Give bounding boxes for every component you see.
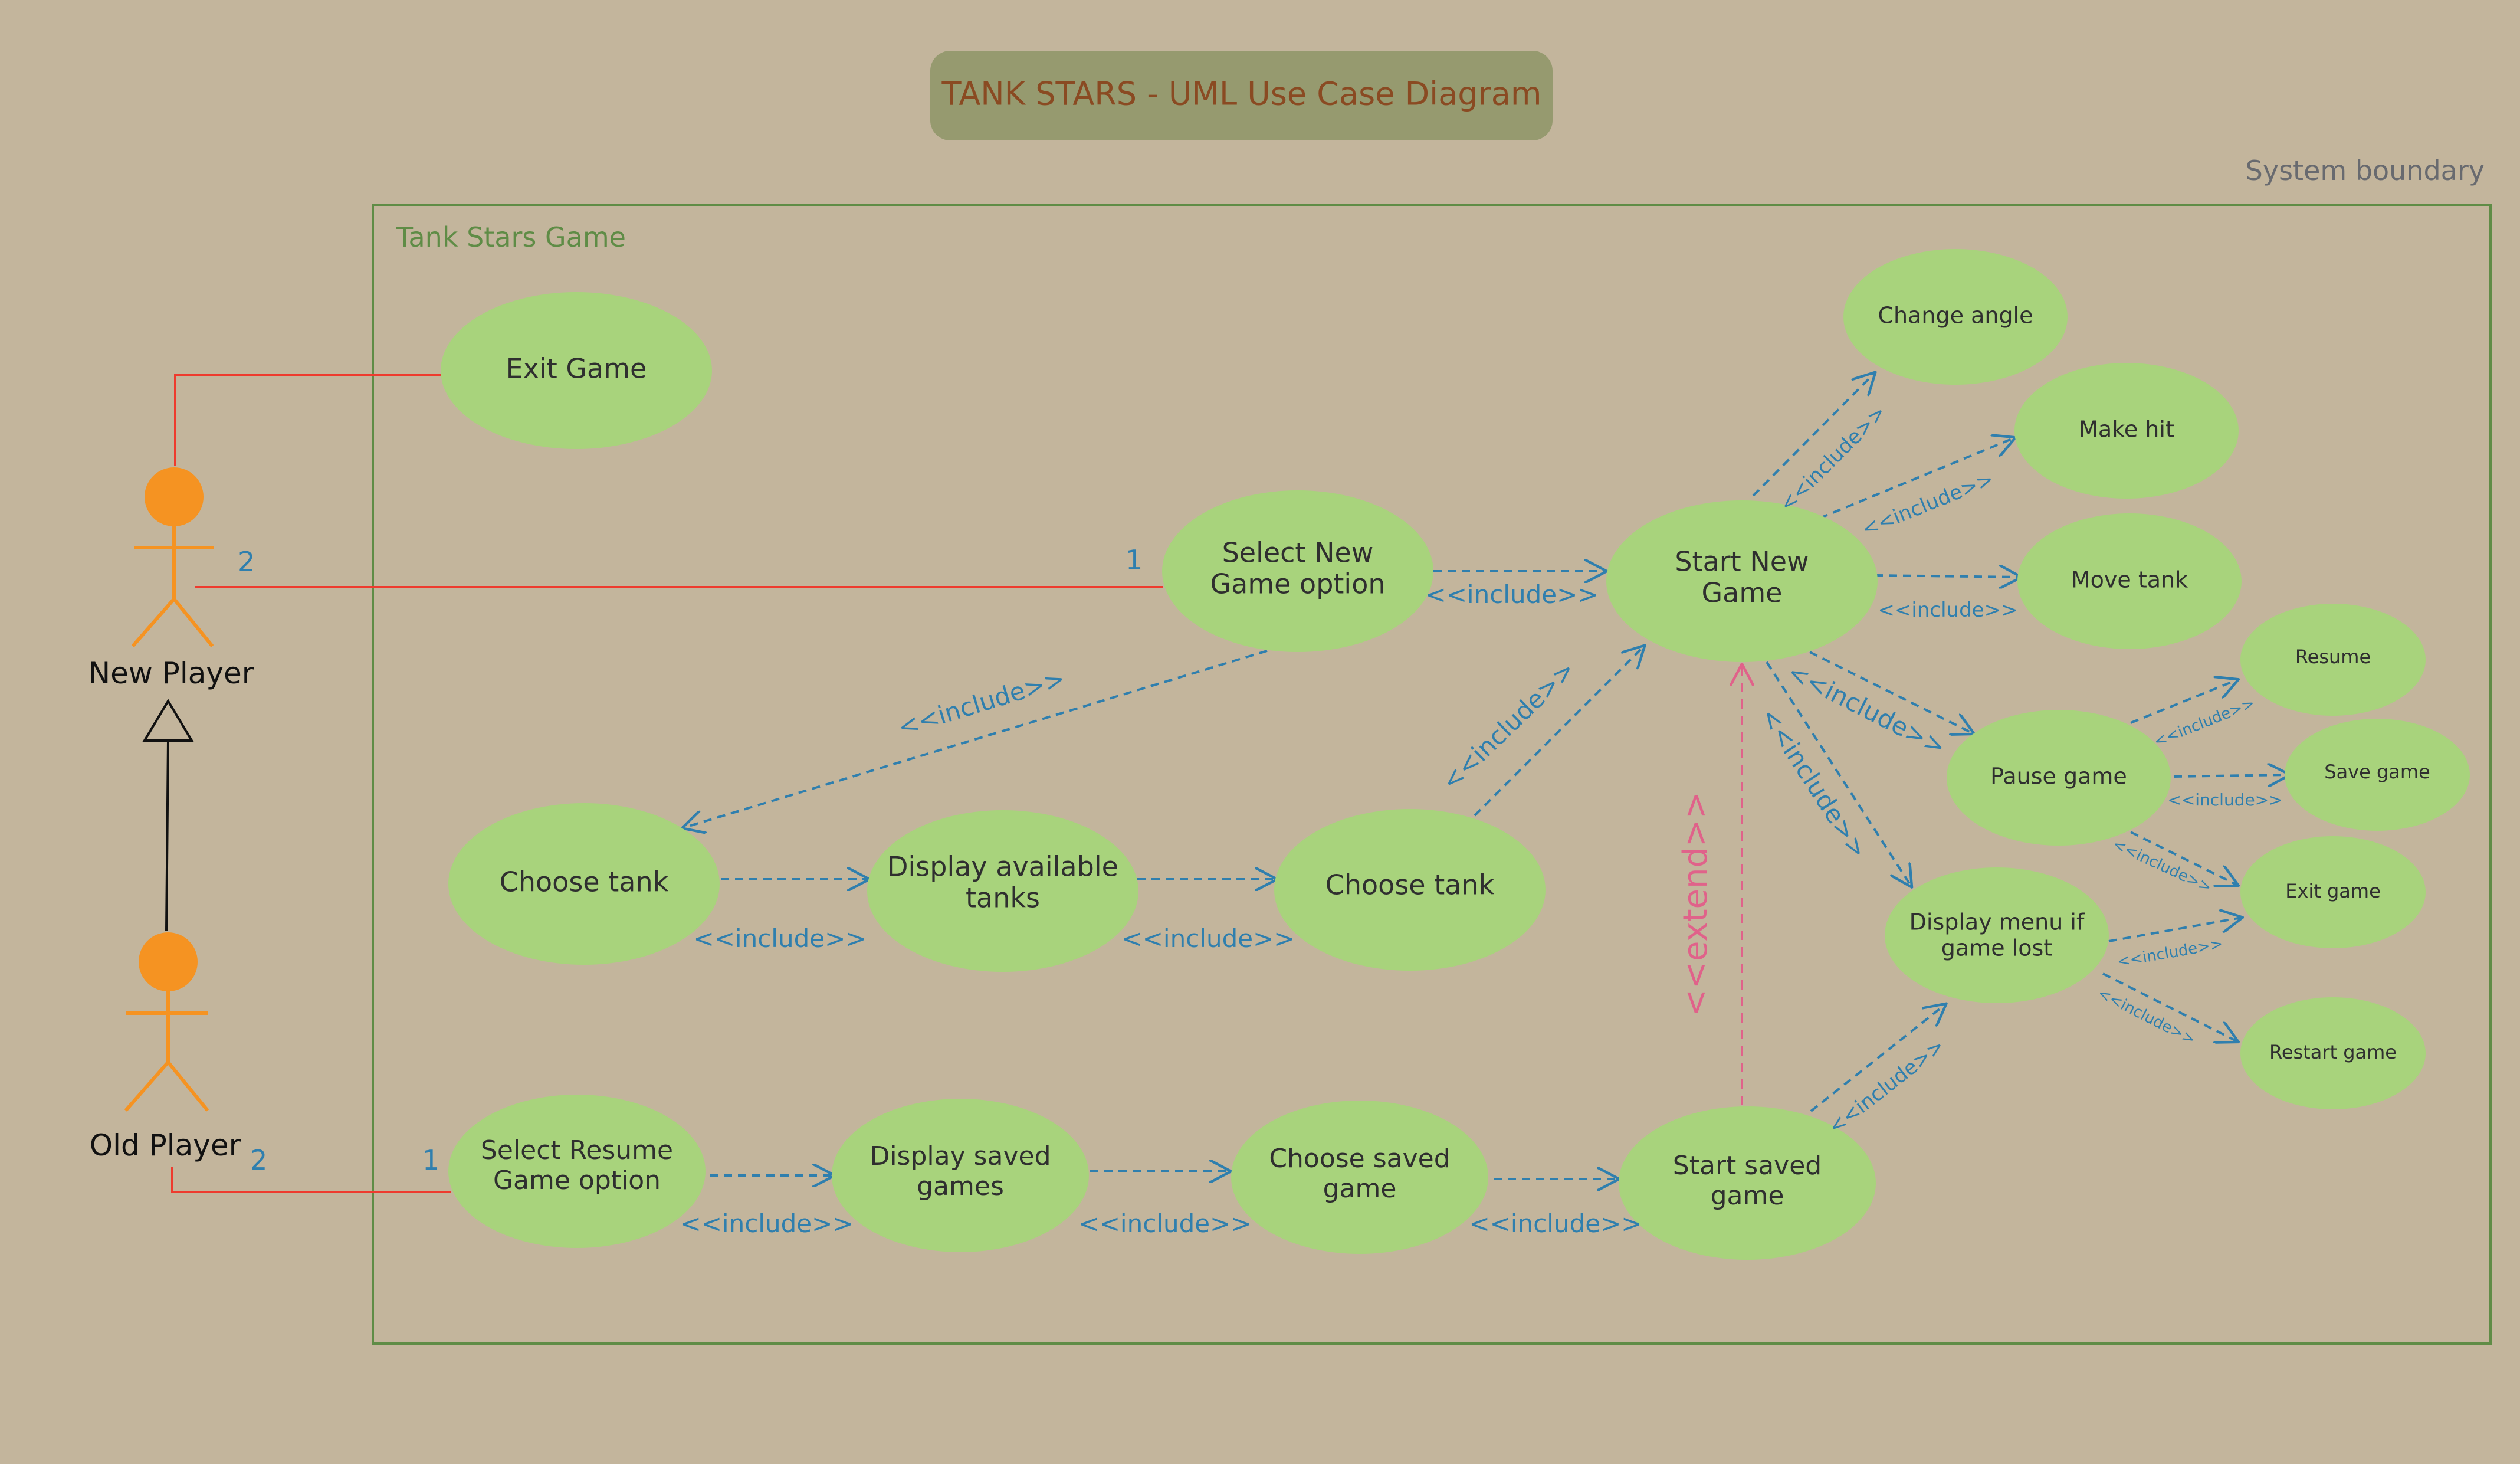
system-name: Tank Stars Game (396, 221, 626, 253)
include-label: <<include>> (1079, 1209, 1252, 1238)
associations (171, 374, 1163, 1193)
include-arrows (683, 373, 2289, 1179)
usecase-choose-tank-2: Choose tank (1274, 809, 1546, 971)
multiplicity-new-player: 2 (238, 546, 255, 578)
usecase-exit-game-small: Exit game (2240, 836, 2426, 948)
usecase-restart-game: Restart game (2240, 997, 2426, 1109)
include-label: <<include>> (2116, 935, 2224, 971)
usecase-select-resume: Select Resume Game option (448, 1095, 706, 1248)
include-label: <<include>> (681, 1209, 854, 1238)
include-label: <<include>> (1824, 1034, 1948, 1139)
include-label: <<include>> (1122, 924, 1295, 953)
usecase-move-tank: Move tank (2017, 513, 2242, 649)
usecase-save-game: Save game (2285, 719, 2470, 831)
multiplicity-select-new: 1 (1126, 544, 1143, 576)
title-banner: TANK STARS - UML Use Case Diagram (930, 51, 1553, 140)
include-label: <<include>> (2151, 695, 2257, 751)
system-boundary-label: System boundary (2246, 155, 2485, 186)
include-label: <<include>> (1436, 655, 1581, 796)
usecase-restart-game-label: Restart game (2269, 1041, 2397, 1063)
include-label: <<include>> (2167, 790, 2282, 810)
usecase-start-new-game-label-2: Game (1702, 577, 1783, 609)
usecase-choose-tank-2-label: Choose tank (1325, 869, 1495, 901)
usecase-display-menu-label-1: Display menu if (1909, 909, 2085, 935)
usecase-display-menu-label-2: game lost (1941, 935, 2052, 961)
usecase-select-new-game-label-2: Game option (1210, 568, 1385, 600)
usecase-start-saved-label-1: Start saved (1673, 1151, 1822, 1181)
usecase-display-tanks: Display available tanks (867, 810, 1138, 972)
usecase-pause-game-label: Pause game (1990, 764, 2127, 790)
include-label: <<include>> (1426, 580, 1599, 609)
multiplicity-old-player: 2 (250, 1144, 267, 1176)
use-cases: Exit Game Select New Game option Start N… (441, 249, 2470, 1260)
usecase-display-saved: Display saved games (832, 1099, 1089, 1252)
usecase-resume: Resume (2240, 604, 2426, 716)
usecase-make-hit: Make hit (2014, 363, 2239, 499)
usecase-exit-game: Exit Game (441, 292, 712, 449)
usecase-display-saved-label-2: games (917, 1171, 1004, 1201)
usecase-change-angle-label: Change angle (1878, 303, 2033, 329)
diagram-title: TANK STARS - UML Use Case Diagram (941, 76, 1542, 113)
include-label: <<include>> (1755, 703, 1873, 863)
generalization-arrow (142, 699, 194, 932)
usecase-choose-saved: Choose saved game (1231, 1101, 1488, 1254)
association-old-player-resume (171, 1167, 451, 1193)
actor-new-player (131, 467, 214, 647)
usecase-change-angle: Change angle (1843, 249, 2068, 385)
usecase-choose-tank-1: Choose tank (448, 803, 720, 965)
usecase-start-new-game-label-1: Start New (1675, 546, 1809, 578)
usecase-resume-label: Resume (2295, 646, 2371, 668)
include-label: <<include>> (1878, 598, 2017, 622)
title-box (930, 51, 1553, 140)
actor-new-player-label: New Player (88, 656, 254, 690)
actor-old-player (124, 932, 209, 1112)
include-label: <<include>> (1469, 1209, 1642, 1238)
usecase-display-menu: Display menu if game lost (1885, 867, 2109, 1003)
system-boundary (372, 204, 2492, 1345)
usecase-move-tank-label: Move tank (2071, 567, 2188, 593)
usecase-display-saved-label-1: Display saved (869, 1141, 1051, 1171)
usecase-select-resume-label-2: Game option (493, 1165, 661, 1196)
extend-label: <<extend>> (1676, 791, 1715, 1017)
usecase-make-hit-label: Make hit (2079, 417, 2174, 443)
usecase-start-saved-label-2: game (1711, 1181, 1784, 1211)
usecase-exit-game-label: Exit Game (506, 353, 647, 385)
usecase-pause-game: Pause game (1947, 710, 2171, 846)
usecase-start-saved: Start saved game (1619, 1106, 1876, 1260)
multiplicity-select-resume: 1 (422, 1144, 439, 1176)
usecase-exit-game-small-label: Exit game (2285, 880, 2381, 902)
usecase-start-new-game: Start New Game (1606, 500, 1878, 662)
include-label: <<include>> (694, 924, 867, 953)
usecase-select-new-game: Select New Game option (1162, 490, 1433, 652)
actor-old-player-label: Old Player (90, 1128, 241, 1162)
usecase-select-new-game-label-1: Select New (1222, 537, 1374, 569)
usecase-select-resume-label-1: Select Resume (481, 1135, 673, 1165)
usecase-display-tanks-label-2: tanks (966, 882, 1040, 914)
usecase-choose-saved-label-1: Choose saved (1269, 1144, 1450, 1174)
include-label: <<include>> (1775, 401, 1891, 516)
usecase-save-game-label: Save game (2324, 761, 2430, 783)
include-label: <<include>> (2095, 984, 2198, 1049)
usecase-display-tanks-label-1: Display available (887, 851, 1118, 883)
association-new-player-exit (174, 374, 441, 466)
usecase-choose-saved-label-2: game (1323, 1174, 1397, 1204)
include-label: <<include>> (1858, 467, 1997, 542)
usecase-choose-tank-1-label: Choose tank (500, 866, 669, 898)
include-label: <<include>> (895, 664, 1068, 742)
